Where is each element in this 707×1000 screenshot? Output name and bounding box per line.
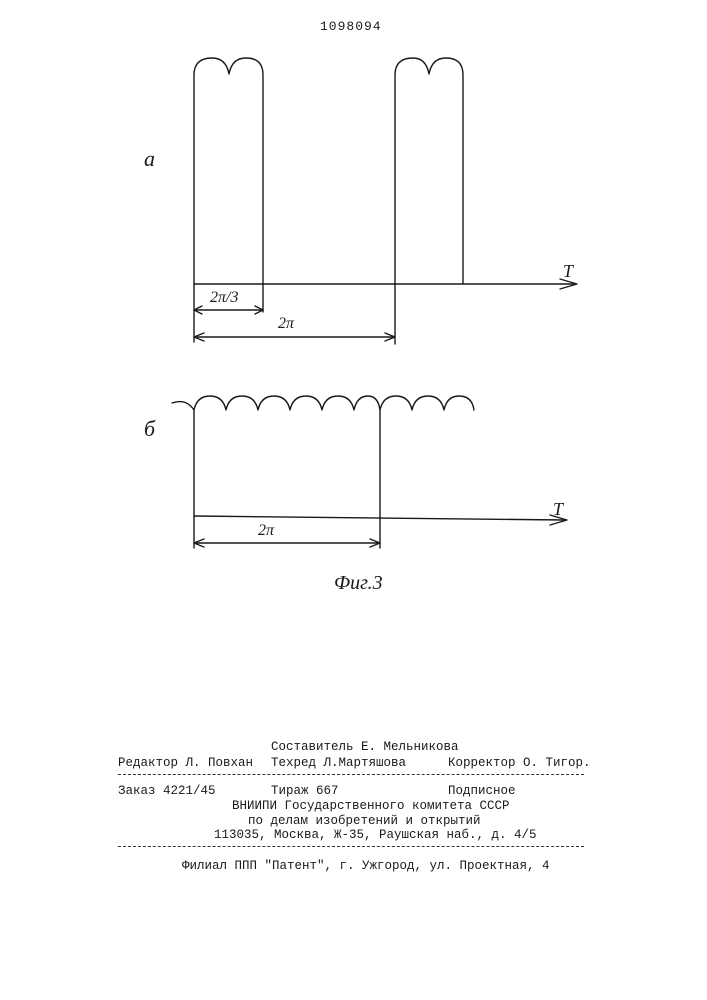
axis-b-label: T: [553, 500, 563, 518]
rule-bottom: [118, 846, 584, 847]
imprint-order: Заказ 4221/45: [118, 785, 216, 798]
figure-caption: Фиг.3: [334, 573, 383, 593]
figure-drawing: [0, 0, 707, 620]
axis-a-label: T: [563, 262, 573, 280]
imprint-corrector: Корректор О. Тигор.: [448, 757, 591, 770]
imprint-techred: Техред Л.Мартяшова: [271, 757, 406, 770]
ripple-b: [172, 396, 474, 410]
imprint-org2: по делам изобретений и открытий: [248, 815, 481, 828]
imprint-org1: ВНИИПИ Государственного комитета СССР: [232, 800, 510, 813]
rule-top: [118, 774, 584, 775]
imprint-address: 113035, Москва, Ж-35, Раушская наб., д. …: [214, 829, 537, 842]
pulse-a2: [395, 58, 463, 344]
imprint-circulation: Тираж 667: [271, 785, 339, 798]
label-a: а: [144, 148, 155, 170]
pulse-a1: [194, 58, 263, 284]
dim-b-label: 2π: [258, 523, 274, 539]
label-b: б: [144, 418, 155, 440]
imprint-editor: Редактор Л. Повхан: [118, 757, 253, 770]
dim-a-long-label: 2π: [278, 316, 294, 332]
imprint-compiler: Составитель Е. Мельникова: [271, 741, 459, 754]
dim-a-short-label: 2π/3: [210, 290, 238, 306]
imprint-branch: Филиал ППП "Патент", г. Ужгород, ул. Про…: [182, 860, 550, 873]
imprint-subscription: Подписное: [448, 785, 516, 798]
